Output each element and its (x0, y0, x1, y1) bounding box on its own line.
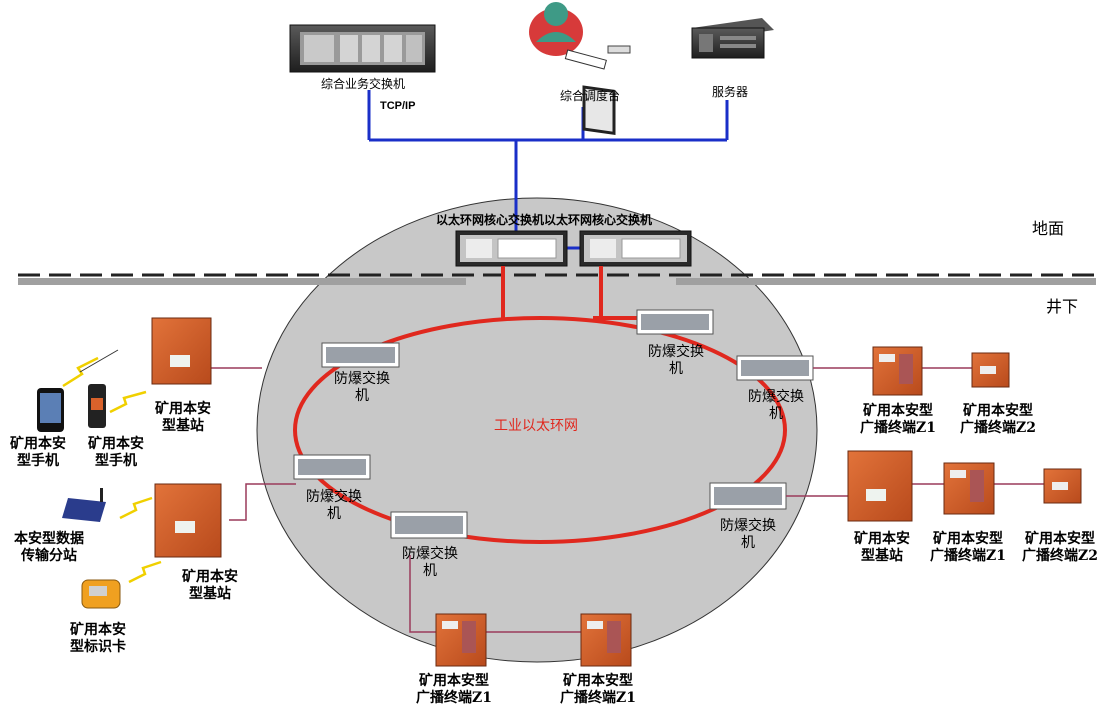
broadcast-terminal-bottom-left (435, 613, 487, 667)
mine-phone-1 (37, 388, 64, 432)
tcpip-bus (367, 90, 729, 250)
broadcast-bottom-left-label: 矿用本安型 广播终端Z1 (416, 673, 492, 706)
base-station-right (847, 450, 913, 522)
underground-zone-label: 井下 (1046, 297, 1079, 316)
ring-switch-2 (636, 309, 714, 335)
ring-switch-1-label: 防爆交换 机 (334, 371, 390, 404)
device-wires (211, 367, 1044, 633)
base-station-left-bottom-label: 矿用本安 型基站 (182, 569, 238, 602)
core-switch-right (579, 230, 692, 267)
base-station-left-top-label: 矿用本安 型基站 (155, 401, 211, 434)
ring-switch-6-label: 防爆交换 机 (720, 518, 776, 551)
base-station-right-label: 矿用本安 型基站 (854, 531, 910, 564)
base-station-left-top (151, 317, 212, 385)
server-icon (691, 18, 774, 59)
ring-switch-5-label: 防爆交换 机 (402, 546, 458, 579)
ring-switch-4-label: 防爆交换 机 (306, 489, 362, 522)
ring-switch-2-label: 防爆交换 机 (648, 344, 704, 377)
ring-switch-5 (390, 511, 468, 539)
dispatch-console-label: 综合调度台 (559, 89, 620, 103)
core-switch-left (455, 230, 568, 267)
ring-switch-3 (736, 355, 814, 381)
broadcast-terminal-z1-right (943, 462, 995, 515)
broadcast-terminal-z1-upper (872, 346, 923, 396)
ring-label: 工业以太环网 (494, 418, 578, 434)
industrial-ethernet-ring (293, 316, 787, 544)
phone-2-label: 矿用本安 型手机 (88, 436, 144, 469)
server-label: 服务器 (711, 85, 748, 99)
broadcast-z2-upper-label: 矿用本安型 广播终端Z2 (960, 403, 1036, 436)
wireless-signals (62, 356, 162, 584)
business-switch-device (289, 24, 436, 73)
core-switch-label: 以太环网核心交换机以太环网核心交换机 (436, 213, 653, 227)
phone-1-label: 矿用本安 型手机 (10, 436, 66, 469)
broadcast-z1-upper-label: 矿用本安型 广播终端Z1 (860, 403, 936, 436)
broadcast-z1-right-label: 矿用本安型 广播终端Z1 (930, 531, 1006, 564)
broadcast-terminal-bottom-right (580, 613, 632, 667)
surface-zone-label: 地面 (1032, 219, 1065, 238)
id-card-label: 矿用本安 型标识卡 (70, 622, 126, 655)
data-substation-icon (62, 488, 106, 522)
broadcast-bottom-right-label: 矿用本安型 广播终端Z1 (560, 673, 636, 706)
base-station-left-bottom (154, 483, 222, 558)
broadcast-terminal-z2-upper (971, 352, 1010, 388)
broadcast-terminal-z2-right (1043, 468, 1082, 504)
mine-phone-2 (88, 384, 106, 428)
tcpip-label: TCP/IP (380, 100, 416, 112)
ring-switch-1 (321, 342, 400, 368)
dispatch-console-icon (529, 2, 631, 136)
business-switch-label: 综合业务交换机 (320, 77, 405, 91)
ring-switch-3-label: 防爆交换 机 (748, 389, 804, 422)
ring-switch-6 (709, 482, 787, 510)
data-substation-label: 本安型数据 传输分站 (14, 531, 84, 564)
ring-switch-4 (293, 454, 371, 480)
broadcast-z2-right-label: 矿用本安型 广播终端Z2 (1022, 531, 1098, 564)
id-card-icon (81, 579, 121, 609)
surface-underground-divider (18, 273, 1100, 285)
